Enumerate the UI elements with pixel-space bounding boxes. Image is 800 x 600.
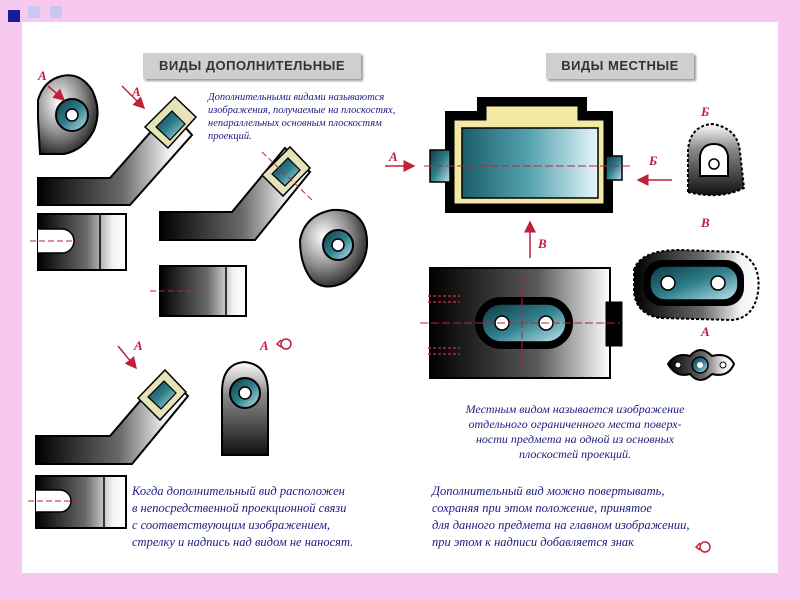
view-arrow-a1: [47, 85, 66, 101]
bent-part-3: [28, 368, 190, 529]
label-a-rotated-view: А: [260, 338, 269, 353]
label-a-flange-view: А: [701, 324, 710, 339]
view-arrow-a2: [121, 85, 146, 110]
rotation-sign-icon: [694, 541, 711, 553]
header-local-views: ВИДЫ МЕСТНЫЕ: [546, 53, 694, 79]
label-b-view: Б: [701, 104, 710, 119]
label-v-view: В: [701, 215, 710, 230]
header-additional-views: ВИДЫ ДОПОЛНИТЕЛЬНЫЕ: [143, 53, 361, 79]
lug-view-top-left: [37, 74, 99, 155]
lug-view-rotated: [221, 360, 269, 456]
local-view-v: [633, 248, 760, 322]
local-view-a-flange: [666, 349, 736, 381]
label-v-arrow: В: [538, 236, 547, 251]
bent-part-2: [150, 145, 313, 317]
definition-additional: Дополнительными видами называются изобра…: [208, 92, 396, 142]
rotation-sign-icon: [275, 338, 292, 350]
deco-square-light-1: [28, 6, 40, 18]
label-a-front-view: А: [389, 149, 398, 164]
local-view-b: [687, 122, 746, 197]
deco-square-light-2: [50, 6, 62, 18]
housing-top-view: [420, 267, 623, 379]
label-a-part1-arrow: А: [132, 84, 141, 99]
label-a-top-left: А: [38, 68, 47, 83]
note-rotation: Дополнительный вид можно повертывать, со…: [432, 484, 690, 549]
drawing-canvas: [28, 74, 760, 553]
deco-square-blue-1: [8, 10, 20, 22]
label-b-arrow: Б: [649, 153, 658, 168]
note-projection-link: Когда дополнительный вид расположен в не…: [132, 484, 354, 549]
slide-panel: ВИДЫ ДОПОЛНИТЕЛЬНЫЕ ВИДЫ МЕСТНЫЕ Дополни…: [22, 22, 778, 573]
view-arrow-a3: [117, 345, 137, 370]
housing-front-view: [424, 97, 632, 213]
definition-local: Местным видом называется изображение отд…: [465, 402, 685, 461]
label-a-part3-arrow: А: [134, 338, 143, 353]
lug-view-mid: [298, 208, 368, 288]
bent-part-1: [30, 95, 198, 271]
